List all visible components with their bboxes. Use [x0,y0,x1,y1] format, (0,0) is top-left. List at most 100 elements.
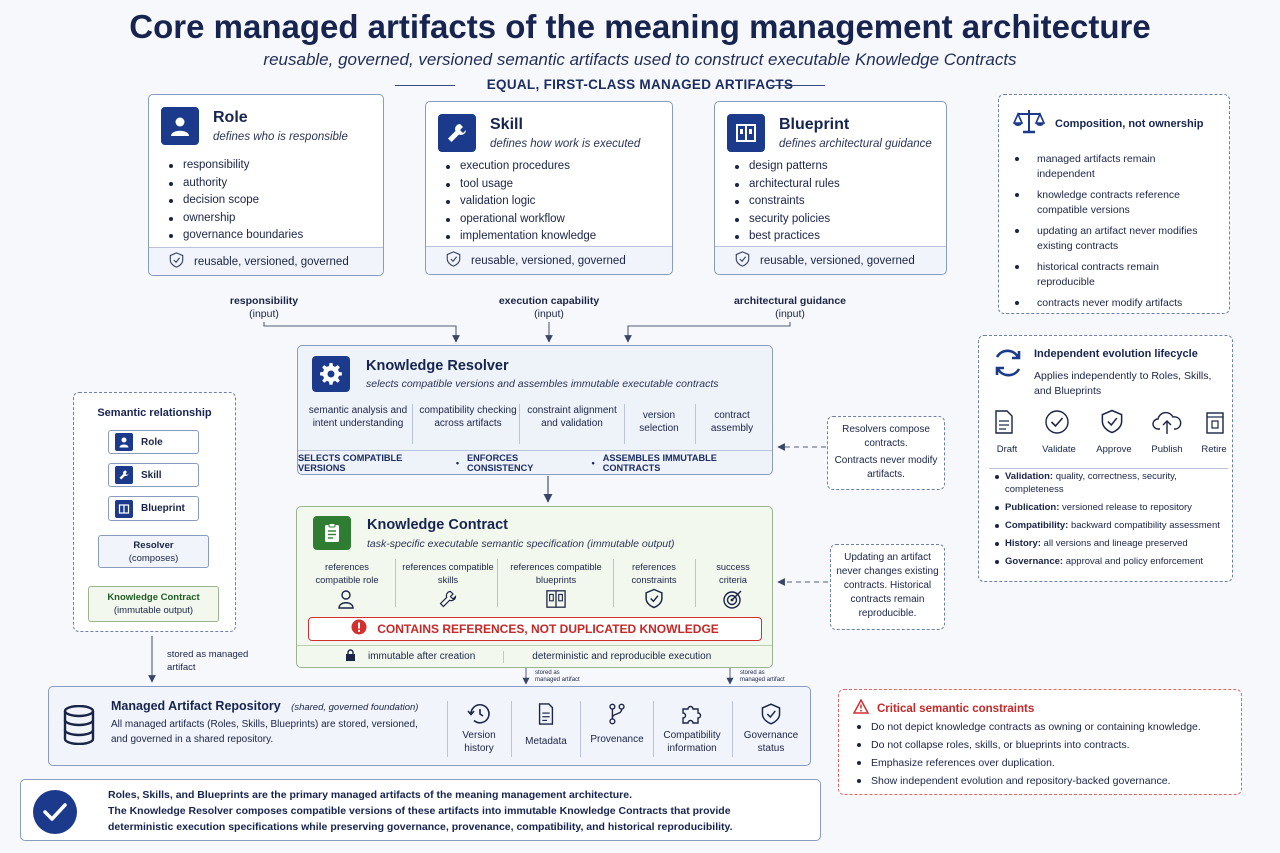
person-outline-icon [337,589,355,614]
list-item: Do not depict knowledge contracts as own… [853,718,1201,736]
knowledge-resolver: Knowledge Resolver selects compatible ve… [297,345,773,475]
divider [989,468,1228,469]
page-subtitle: reusable, governed, versioned semantic a… [263,50,1017,69]
item-list: execution procedures tool usage validati… [426,158,672,246]
lifecycle-panel: Independent evolution lifecycle Applies … [978,335,1233,582]
critical-constraints: Critical semantic constraints Do not dep… [838,689,1242,795]
list-item: updating an artifact never modifies exis… [1013,224,1215,254]
detail-key: History: [1005,538,1041,549]
check-circle-icon [1045,410,1069,439]
panel-title: Semantic relationship [97,407,212,419]
detail-value: all versions and lineage preserved [1043,538,1188,549]
blueprint-card: Blueprint defines architectural guidance… [714,101,947,275]
page-title: Core managed artifacts of the meaning ma… [129,8,1151,45]
stage-label: Approve [1096,444,1132,455]
list-item: execution procedures [446,158,672,176]
archive-icon [1205,410,1225,439]
detail-key: Publication: [1005,502,1060,513]
detail-item: Publication: versioned release to reposi… [993,501,1229,514]
list-item: Show independent evolution and repositor… [853,772,1201,790]
item-list: design patterns architectural rules cons… [715,158,946,246]
divider [395,559,396,607]
summary-line: Roles, Skills, and Blueprints are the pr… [108,789,632,801]
flow-label-text: execution capability [498,295,600,307]
summary-line: deterministic execution specifications w… [108,821,733,833]
repo-feature: Compatibility information [655,703,729,755]
resolver-step: semantic analysis and intent understandi… [308,405,408,429]
mini-sublabel: (immutable output) [113,605,194,616]
mini-label: Knowledge Contract [107,592,200,603]
panel-title: Independent evolution lifecycle [1034,348,1198,360]
contract-footer: immutable after creation deterministic a… [297,645,772,667]
card-footer: reusable, versioned, governed [715,246,946,274]
flow-label-sub: (input) [775,308,805,320]
detail-value: approval and policy enforcement [1065,556,1204,567]
footer-item: SELECTS COMPATIBLE VERSIONS [298,452,403,473]
footer-text: reusable, versioned, governed [194,255,349,268]
clipboard-icon [313,516,351,550]
divider [624,404,625,444]
check-circle-icon [32,789,78,840]
document-icon [536,703,556,728]
shield-check-icon [735,251,750,270]
detail-value: versioned release to repository [1062,502,1192,513]
summary-line: The Knowledge Resolver composes compatib… [108,805,731,817]
divider [395,85,455,86]
list-item: implementation knowledge [446,228,672,246]
panel-subtitle: Applies independently to Roles, Skills, … [1034,370,1212,397]
footer-item: ENFORCES CONSISTENCY [467,452,534,473]
detail-key: Governance: [1005,556,1064,567]
footer-text: reusable, versioned, governed [760,254,915,267]
list-item: authority [169,175,383,193]
section-label: EQUAL, FIRST-CLASS MANAGED ARTIFACTS [486,77,794,92]
cloud-upload-icon [1152,409,1182,440]
card-tagline: defines who is responsible [213,131,348,143]
divider [695,559,696,607]
repo-heading: Managed Artifact Repository (shared, gov… [111,697,418,715]
gear-icon [312,356,350,392]
mini-sublabel: (composes) [128,553,179,564]
contract-ref: references compatible skills [402,562,494,585]
history-icon [467,704,491,728]
semantic-contract: Knowledge Contract (immutable output) [88,586,219,622]
blueprint-outline-icon [545,589,567,614]
divider [511,701,512,757]
card-footer: reusable, versioned, governed [426,246,672,274]
detail-value: backward compatibility assessment [1070,520,1220,531]
mini-label: Skill [141,469,162,481]
person-icon [161,107,199,145]
shield-check-icon [169,252,184,271]
contract-ref: success criteria [716,562,750,585]
list-item: Do not collapse roles, skills, or bluepr… [853,736,1201,754]
divider [613,559,614,607]
list-item: managed artifacts remain independent [1013,152,1215,182]
resolver-footer: SELECTS COMPATIBLE VERSIONS• ENFORCES CO… [298,450,772,474]
shield-check-icon [761,703,781,728]
list-item: validation logic [446,193,672,211]
contract-ref: references compatible role [315,562,379,585]
flow-label-role: responsibility (input) [184,295,344,321]
blueprint-icon [727,114,765,152]
card-tagline: defines architectural guidance [779,138,932,150]
stage-label: Retire [1201,444,1227,455]
feature-label: Compatibility information [663,730,721,754]
feature-label: Version history [462,730,496,754]
card-title: Skill [490,116,523,133]
feature-label: Metadata [525,736,567,747]
panel-title: Composition, not ownership [1055,117,1204,130]
wrench-icon [115,466,133,484]
puzzle-icon [680,705,704,728]
contract-ref: references compatible blueprints [510,562,602,585]
flow-label-skill: execution capability (input) [469,295,629,321]
repo-description: All managed artifacts (Roles, Skills, Bl… [111,719,418,745]
divider [412,404,413,444]
footer-text: reusable, versioned, governed [471,254,626,267]
critical-header: Critical semantic constraints [852,698,1034,719]
skill-card: Skill defines how work is executed execu… [425,101,673,275]
list-item: responsibility [169,157,383,175]
feature-label: Governance status [743,730,799,754]
detail-item: Compatibility: backward compatibility as… [993,519,1229,532]
item-list: responsibility authority decision scope … [149,157,383,245]
role-card: Role defines who is responsible responsi… [148,94,384,276]
card-tagline: defines how work is executed [490,138,641,150]
